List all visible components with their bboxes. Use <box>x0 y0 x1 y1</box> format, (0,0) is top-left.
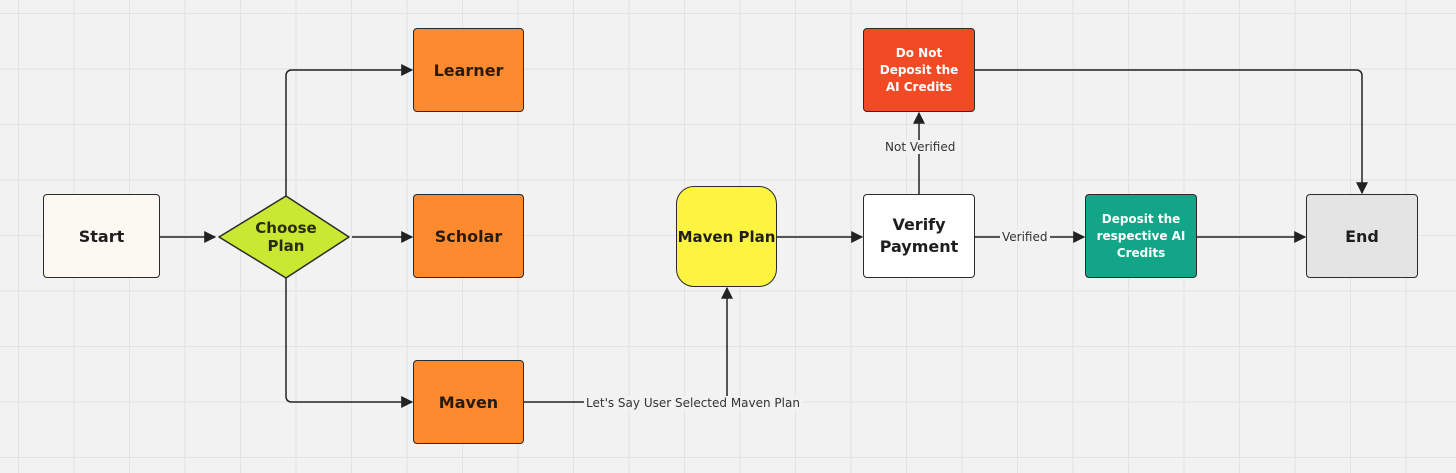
edge-choose-to-maven <box>285 278 414 408</box>
edge-no-deposit-to-end <box>975 69 1368 195</box>
maven-plan-label: Maven Plan <box>677 227 776 246</box>
scholar-label: Scholar <box>434 226 503 246</box>
verify-payment-label: Verify Payment <box>879 215 959 256</box>
deposit-credits-label: Deposit the respective AI Credits <box>1096 211 1186 260</box>
not-verified-edge-label: Not Verified <box>883 140 958 154</box>
edge-maven-to-maven-plan <box>524 286 733 403</box>
start-label: Start <box>78 226 125 246</box>
choose-plan-label: Choose Plan <box>255 219 317 255</box>
verified-edge-label: Verified <box>1000 230 1050 244</box>
do-not-deposit-node[interactable]: Do Not Deposit the AI Credits <box>863 28 975 112</box>
verify-payment-node[interactable]: Verify Payment <box>863 194 975 278</box>
learner-label: Learner <box>433 60 504 80</box>
maven-selected-edge-label: Let's Say User Selected Maven Plan <box>584 396 802 410</box>
edge-choose-to-learner <box>285 64 414 196</box>
start-node[interactable]: Start <box>43 194 160 278</box>
scholar-node[interactable]: Scholar <box>413 194 524 278</box>
maven-plan-node[interactable]: Maven Plan <box>676 186 777 287</box>
deposit-credits-node[interactable]: Deposit the respective AI Credits <box>1085 194 1197 278</box>
do-not-deposit-label: Do Not Deposit the AI Credits <box>879 45 959 94</box>
end-node[interactable]: End <box>1306 194 1418 278</box>
maven-node[interactable]: Maven <box>413 360 524 444</box>
maven-label: Maven <box>438 392 499 412</box>
learner-node[interactable]: Learner <box>413 28 524 112</box>
end-label: End <box>1345 226 1379 246</box>
